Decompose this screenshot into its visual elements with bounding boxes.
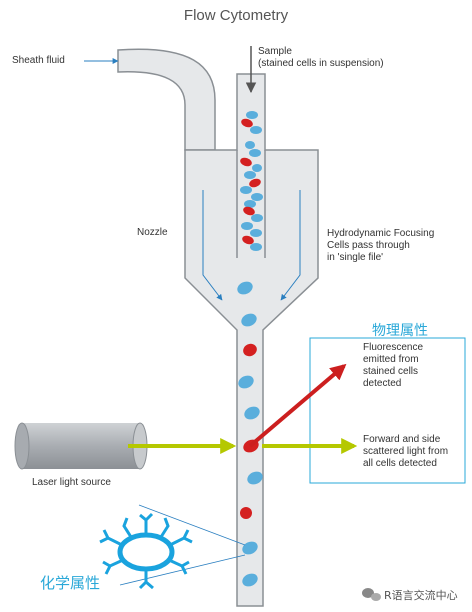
sheath-fluid-pipe xyxy=(117,48,216,151)
sheath-fluid-label: Sheath fluid xyxy=(12,55,65,66)
fluorescence-arrow xyxy=(248,363,347,448)
scatter-label: Forward and side scattered light from al… xyxy=(363,434,449,469)
physical-properties-label: 物理属性 xyxy=(372,323,428,339)
detector-box xyxy=(309,337,466,484)
nozzle-body xyxy=(184,73,319,607)
flow-arrow-icon xyxy=(280,190,301,301)
diagram-title: Flow Cytometry xyxy=(183,7,289,24)
flow-arrow-icon xyxy=(202,190,223,301)
sample-cells xyxy=(240,111,263,251)
nozzle-label: Nozzle xyxy=(137,227,168,238)
laser-source-icon xyxy=(14,422,148,470)
wechat-logo-icon xyxy=(362,588,381,601)
chemical-properties-label: 化学属性 xyxy=(40,574,101,592)
sample-label: Sample (stained cells in suspension) xyxy=(258,46,384,69)
hydrodynamic-focusing-label: Hydrodynamic Focusing Cells pass through… xyxy=(327,228,435,263)
flow-cells xyxy=(237,281,263,587)
laser-source-label: Laser light source xyxy=(32,477,111,488)
antibody-molecule-icon xyxy=(99,512,193,590)
watermark-text: R语言交流中心 xyxy=(384,589,458,602)
fluorescence-label: Fluorescence emitted from stained cells … xyxy=(363,342,424,389)
